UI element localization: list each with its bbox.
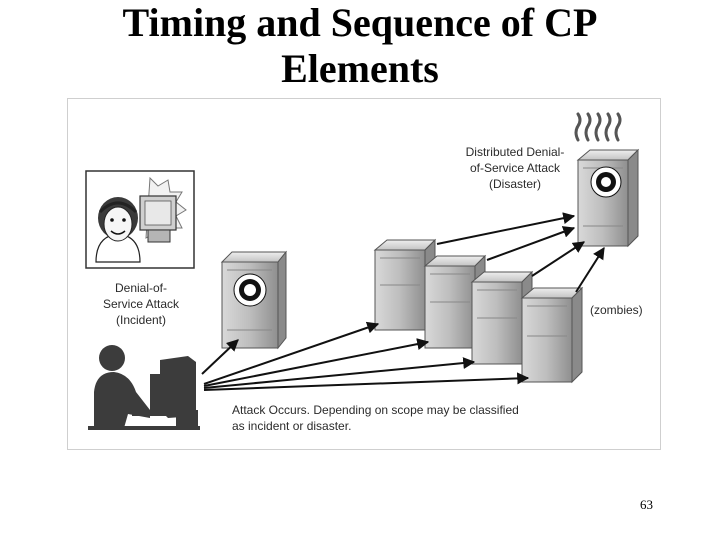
- disaster-target-icon: [590, 166, 622, 198]
- disaster-label: Distributed Denial- of-Service Attack (D…: [460, 144, 570, 192]
- incident-label-line-1: Denial-of-: [114, 281, 168, 295]
- zombie-to-disaster-arrows: [436, 212, 605, 293]
- incident-target-icon: [233, 273, 267, 307]
- attack-label-line-1: Attack Occurs. Depending on scope may be…: [232, 403, 519, 417]
- attacker-silhouette: [88, 345, 200, 430]
- slide-title-line-2: Elements: [281, 46, 439, 91]
- attack-arrows: [201, 321, 530, 391]
- page-number: 63: [640, 497, 653, 512]
- incident-label: Denial-of- Service Attack (Incident): [88, 280, 194, 328]
- disaster-target-server: [576, 148, 640, 248]
- disaster-label-line-1: Distributed Denial-: [465, 145, 565, 159]
- zombies-label-text: (zombies): [590, 303, 643, 317]
- incident-label-line-2: Service Attack: [102, 297, 180, 311]
- incident-victim-picture: [85, 170, 195, 269]
- smoke-icon: [574, 112, 622, 142]
- zombies-label: (zombies): [590, 302, 650, 318]
- zombie-server-4: [520, 286, 584, 384]
- disaster-label-line-2: of-Service Attack: [469, 161, 561, 175]
- attack-label-line-2: as incident or disaster.: [232, 419, 352, 433]
- attack-label: Attack Occurs. Depending on scope may be…: [232, 402, 532, 434]
- incident-label-line-3: (Incident): [115, 313, 167, 327]
- slide-title-line-1: Timing and Sequence of CP: [122, 0, 598, 45]
- slide-title: Timing and Sequence of CP Elements: [0, 0, 720, 92]
- disaster-label-line-3: (Disaster): [488, 177, 541, 191]
